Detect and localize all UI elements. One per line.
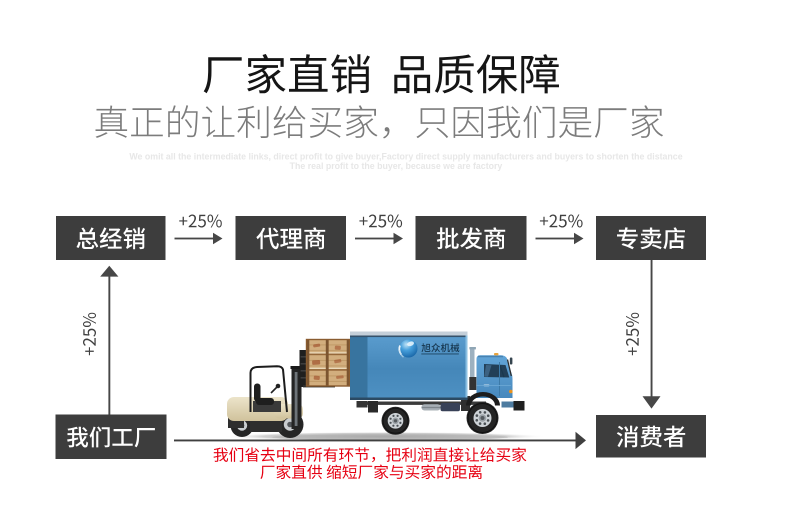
svg-text:We omit all the intermediate l: We omit all the intermediate links, dire… (129, 152, 682, 162)
svg-text:The real profit to the buyer,: The real profit to the buyer, because we… (290, 161, 503, 171)
